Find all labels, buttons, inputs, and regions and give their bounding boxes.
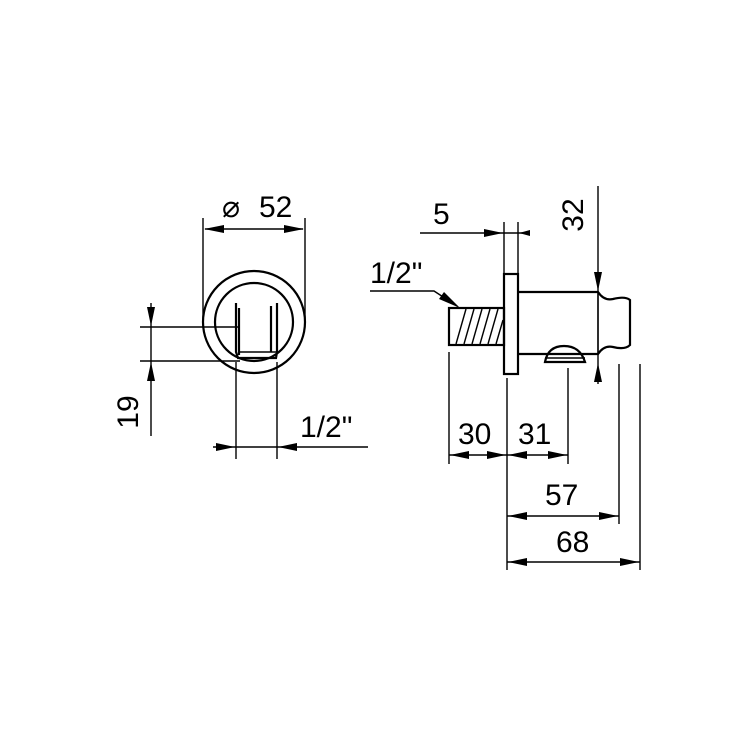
height-19-arrow-top <box>147 307 155 326</box>
outlet-distance-label: 31 <box>518 418 551 451</box>
outlet-height-label: 32 <box>557 198 590 231</box>
overall-57-label: 57 <box>545 479 578 512</box>
front-thread-arrow-right <box>278 443 297 451</box>
dim-57-arrow-right <box>599 512 618 520</box>
side-threaded-connector <box>447 306 506 347</box>
diameter-arrow-left <box>204 225 224 233</box>
outlet-height-arrow-top <box>594 272 602 291</box>
front-view: ⌀ 52 19 1/2" <box>112 191 368 459</box>
overall-68-label: 68 <box>556 526 589 559</box>
side-flange-plate <box>502 272 520 376</box>
front-outlet-stub <box>234 303 279 360</box>
diameter-arrow-right <box>284 225 304 233</box>
diameter-symbol: ⌀ <box>222 191 240 224</box>
dim-68-arrow-right <box>620 558 639 566</box>
side-thread-leader-arrow <box>439 292 460 308</box>
front-thread-arrow-left <box>216 443 235 451</box>
flange-arrow-right <box>519 230 530 236</box>
flange-label: 5 <box>433 198 450 231</box>
dim-31-arrow-left <box>508 451 527 459</box>
side-view: 1/2" 5 32 30 31 57 <box>370 186 641 570</box>
front-thread-label: 1/2" <box>300 411 352 444</box>
outlet-height-arrow-bottom <box>594 363 602 382</box>
dim-31-arrow-right <box>548 451 567 459</box>
front-body-circle <box>213 281 295 363</box>
thread-length-label: 30 <box>458 418 491 451</box>
dim-30-arrow-left <box>450 451 469 459</box>
flange-arrow-left <box>484 229 503 237</box>
side-thread-hatching <box>455 308 504 345</box>
height-19-label: 19 <box>112 395 145 428</box>
dim-68-arrow-left <box>508 558 527 566</box>
height-19-arrow-bottom <box>147 362 155 381</box>
dim-57-arrow-left <box>508 512 527 520</box>
side-outlet-dome <box>543 344 587 364</box>
side-body <box>518 290 632 356</box>
diameter-label: 52 <box>259 191 292 224</box>
dim-30-arrow-right <box>487 451 506 459</box>
side-thread-label: 1/2" <box>370 257 422 290</box>
